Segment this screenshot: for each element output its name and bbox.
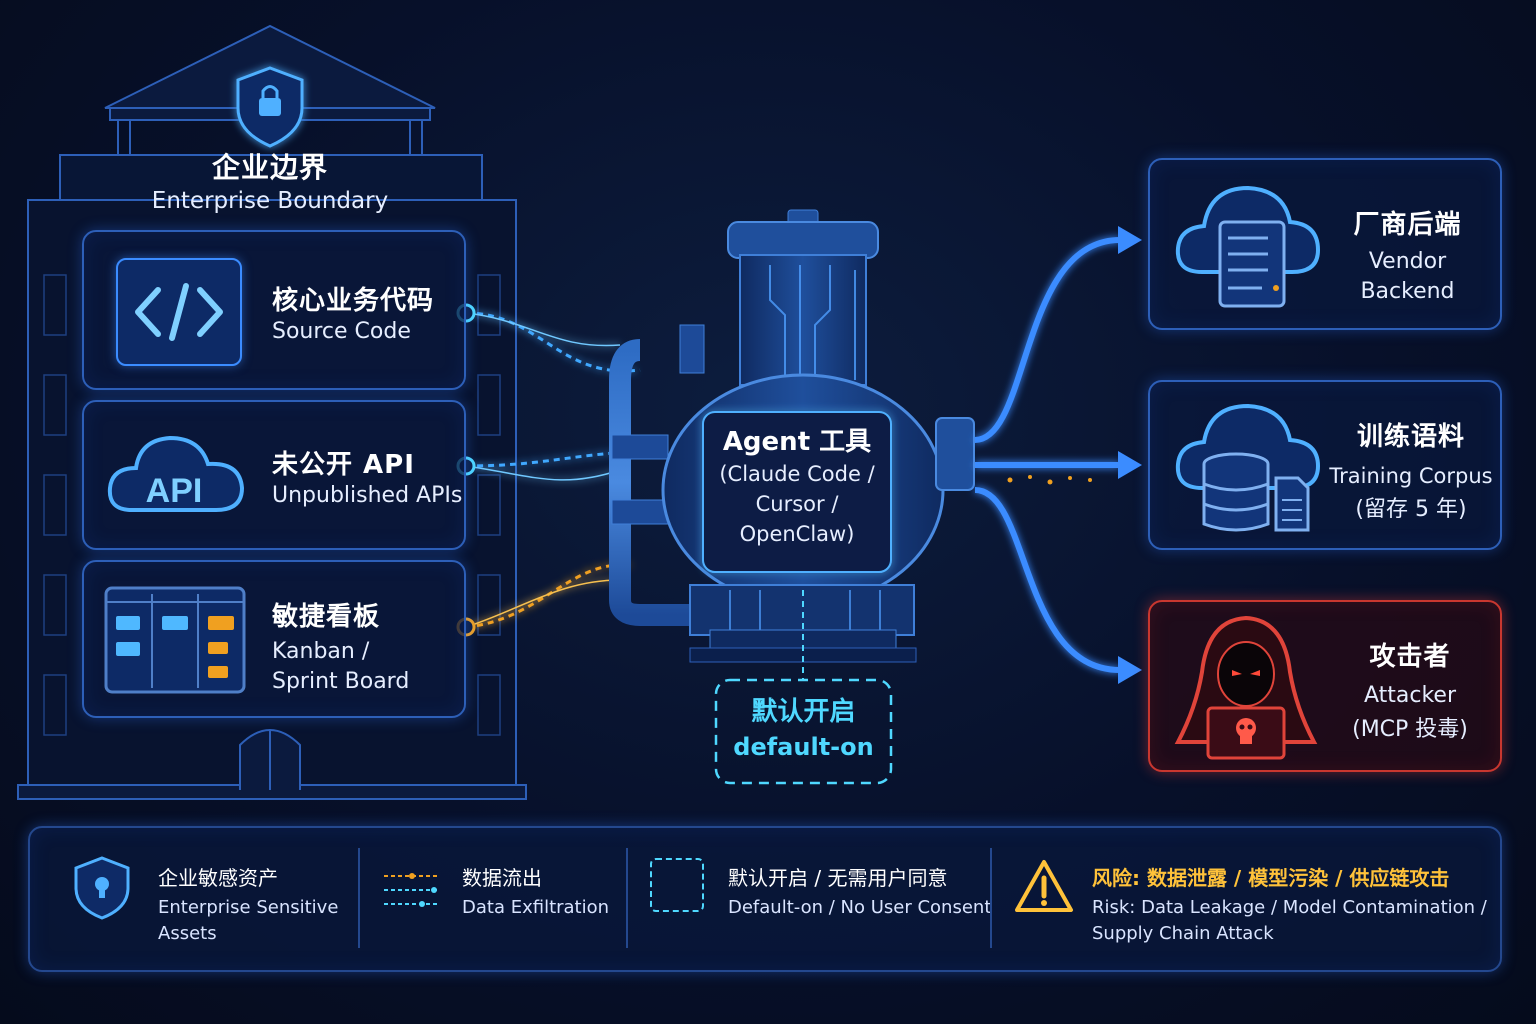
- legend-label-zh: 企业敏感资产: [158, 866, 278, 890]
- legend-panel: 企业敏感资产 Enterprise Sensitive Assets 数据流出 …: [28, 826, 1502, 972]
- destination-attacker: 攻击者 Attacker (MCP 投毒): [1148, 600, 1502, 772]
- agent-machine: [609, 209, 975, 785]
- destination-label-en-line1: Training Corpus: [1329, 464, 1493, 488]
- destination-label-en-line2: (留存 5 年): [1355, 497, 1467, 522]
- asset-label-en: Unpublished APIs: [272, 483, 463, 508]
- asset-panel-kanban: 敏捷看板 Kanban / Sprint Board: [82, 560, 466, 718]
- legend-divider: [358, 848, 360, 948]
- legend-label-en-line1: Enterprise Sensitive: [158, 897, 339, 918]
- enterprise-title-zh: 企业边界: [211, 151, 328, 184]
- destination-label-en-line2: (MCP 投毒): [1352, 717, 1468, 742]
- cloud-database-icon: [1172, 400, 1322, 540]
- agent-line4: OpenClaw): [739, 522, 855, 546]
- legend-label-zh: 数据流出: [462, 866, 542, 890]
- building-shield-lock-icon: [236, 66, 304, 148]
- output-arrowheads: [1118, 226, 1142, 684]
- destination-label-zh: 训练语料: [1356, 422, 1465, 452]
- destination-label-en-line1: Vendor: [1368, 249, 1447, 274]
- legend-label-en-line1: Default-on / No User Consent: [728, 897, 992, 918]
- asset-panel-apis: API 未公开 API Unpublished APIs: [82, 400, 466, 550]
- asset-label-en-line2: Sprint Board: [272, 669, 410, 694]
- destination-label-en-line1: Attacker: [1363, 683, 1457, 708]
- legend-label-en-line1: Data Exfiltration: [462, 897, 610, 918]
- data-particles: [1007, 475, 1092, 485]
- hooded-attacker-icon: [1168, 612, 1324, 762]
- asset-label-zh: 未公开 API: [272, 450, 415, 480]
- output-arrows: [974, 237, 1121, 673]
- legend-label-en-line1: Risk: Data Leakage / Model Contamination…: [1092, 897, 1487, 918]
- asset-label-en-line1: Kanban /: [272, 639, 370, 664]
- data-flow-icon: [382, 866, 442, 914]
- enterprise-title: 企业边界 Enterprise Boundary: [130, 146, 410, 216]
- destination-vendor-backend: 厂商后端 Vendor Backend: [1148, 158, 1502, 330]
- asset-panel-source-code: 核心业务代码 Source Code: [82, 230, 466, 390]
- default-on-zh: 默认开启: [751, 697, 856, 727]
- legend-label-zh: 默认开启 / 无需用户同意: [728, 866, 948, 890]
- agent-tool-label: Agent 工具 (Claude Code / Cursor / OpenCla…: [703, 425, 891, 549]
- agent-line3: Cursor /: [755, 492, 839, 516]
- dashed-box-icon: [650, 858, 704, 912]
- shield-lock-icon: [72, 854, 132, 920]
- default-on-badge: 默认开启 default-on: [716, 694, 891, 764]
- legend-divider: [626, 848, 628, 948]
- destination-label-zh: 厂商后端: [1353, 210, 1462, 240]
- legend-label-en-line2: Supply Chain Attack: [1092, 923, 1274, 944]
- destination-label-zh: 攻击者: [1369, 642, 1451, 672]
- warning-icon: [1014, 858, 1074, 914]
- enterprise-title-en: Enterprise Boundary: [151, 188, 389, 214]
- legend-label-zh: 风险: 数据泄露 / 模型污染 / 供应链攻击: [1092, 866, 1450, 890]
- asset-label-zh: 核心业务代码: [272, 286, 435, 316]
- destination-label-en-line2: Backend: [1360, 279, 1455, 304]
- default-on-en: default-on: [733, 733, 874, 761]
- legend-label-en-line2: Assets: [158, 923, 217, 944]
- legend-divider: [990, 848, 992, 948]
- agent-title: Agent 工具: [722, 427, 872, 457]
- kanban-board-icon: [104, 586, 246, 694]
- api-cloud-icon: API: [104, 422, 246, 522]
- asset-label-en: Source Code: [272, 319, 411, 344]
- destination-training-corpus: 训练语料 Training Corpus (留存 5 年): [1148, 380, 1502, 550]
- api-icon-text: API: [146, 472, 203, 510]
- agent-line2: (Claude Code /: [719, 462, 875, 486]
- cloud-server-icon: [1172, 178, 1322, 308]
- code-icon: [116, 258, 242, 366]
- asset-label-zh: 敏捷看板: [272, 602, 381, 632]
